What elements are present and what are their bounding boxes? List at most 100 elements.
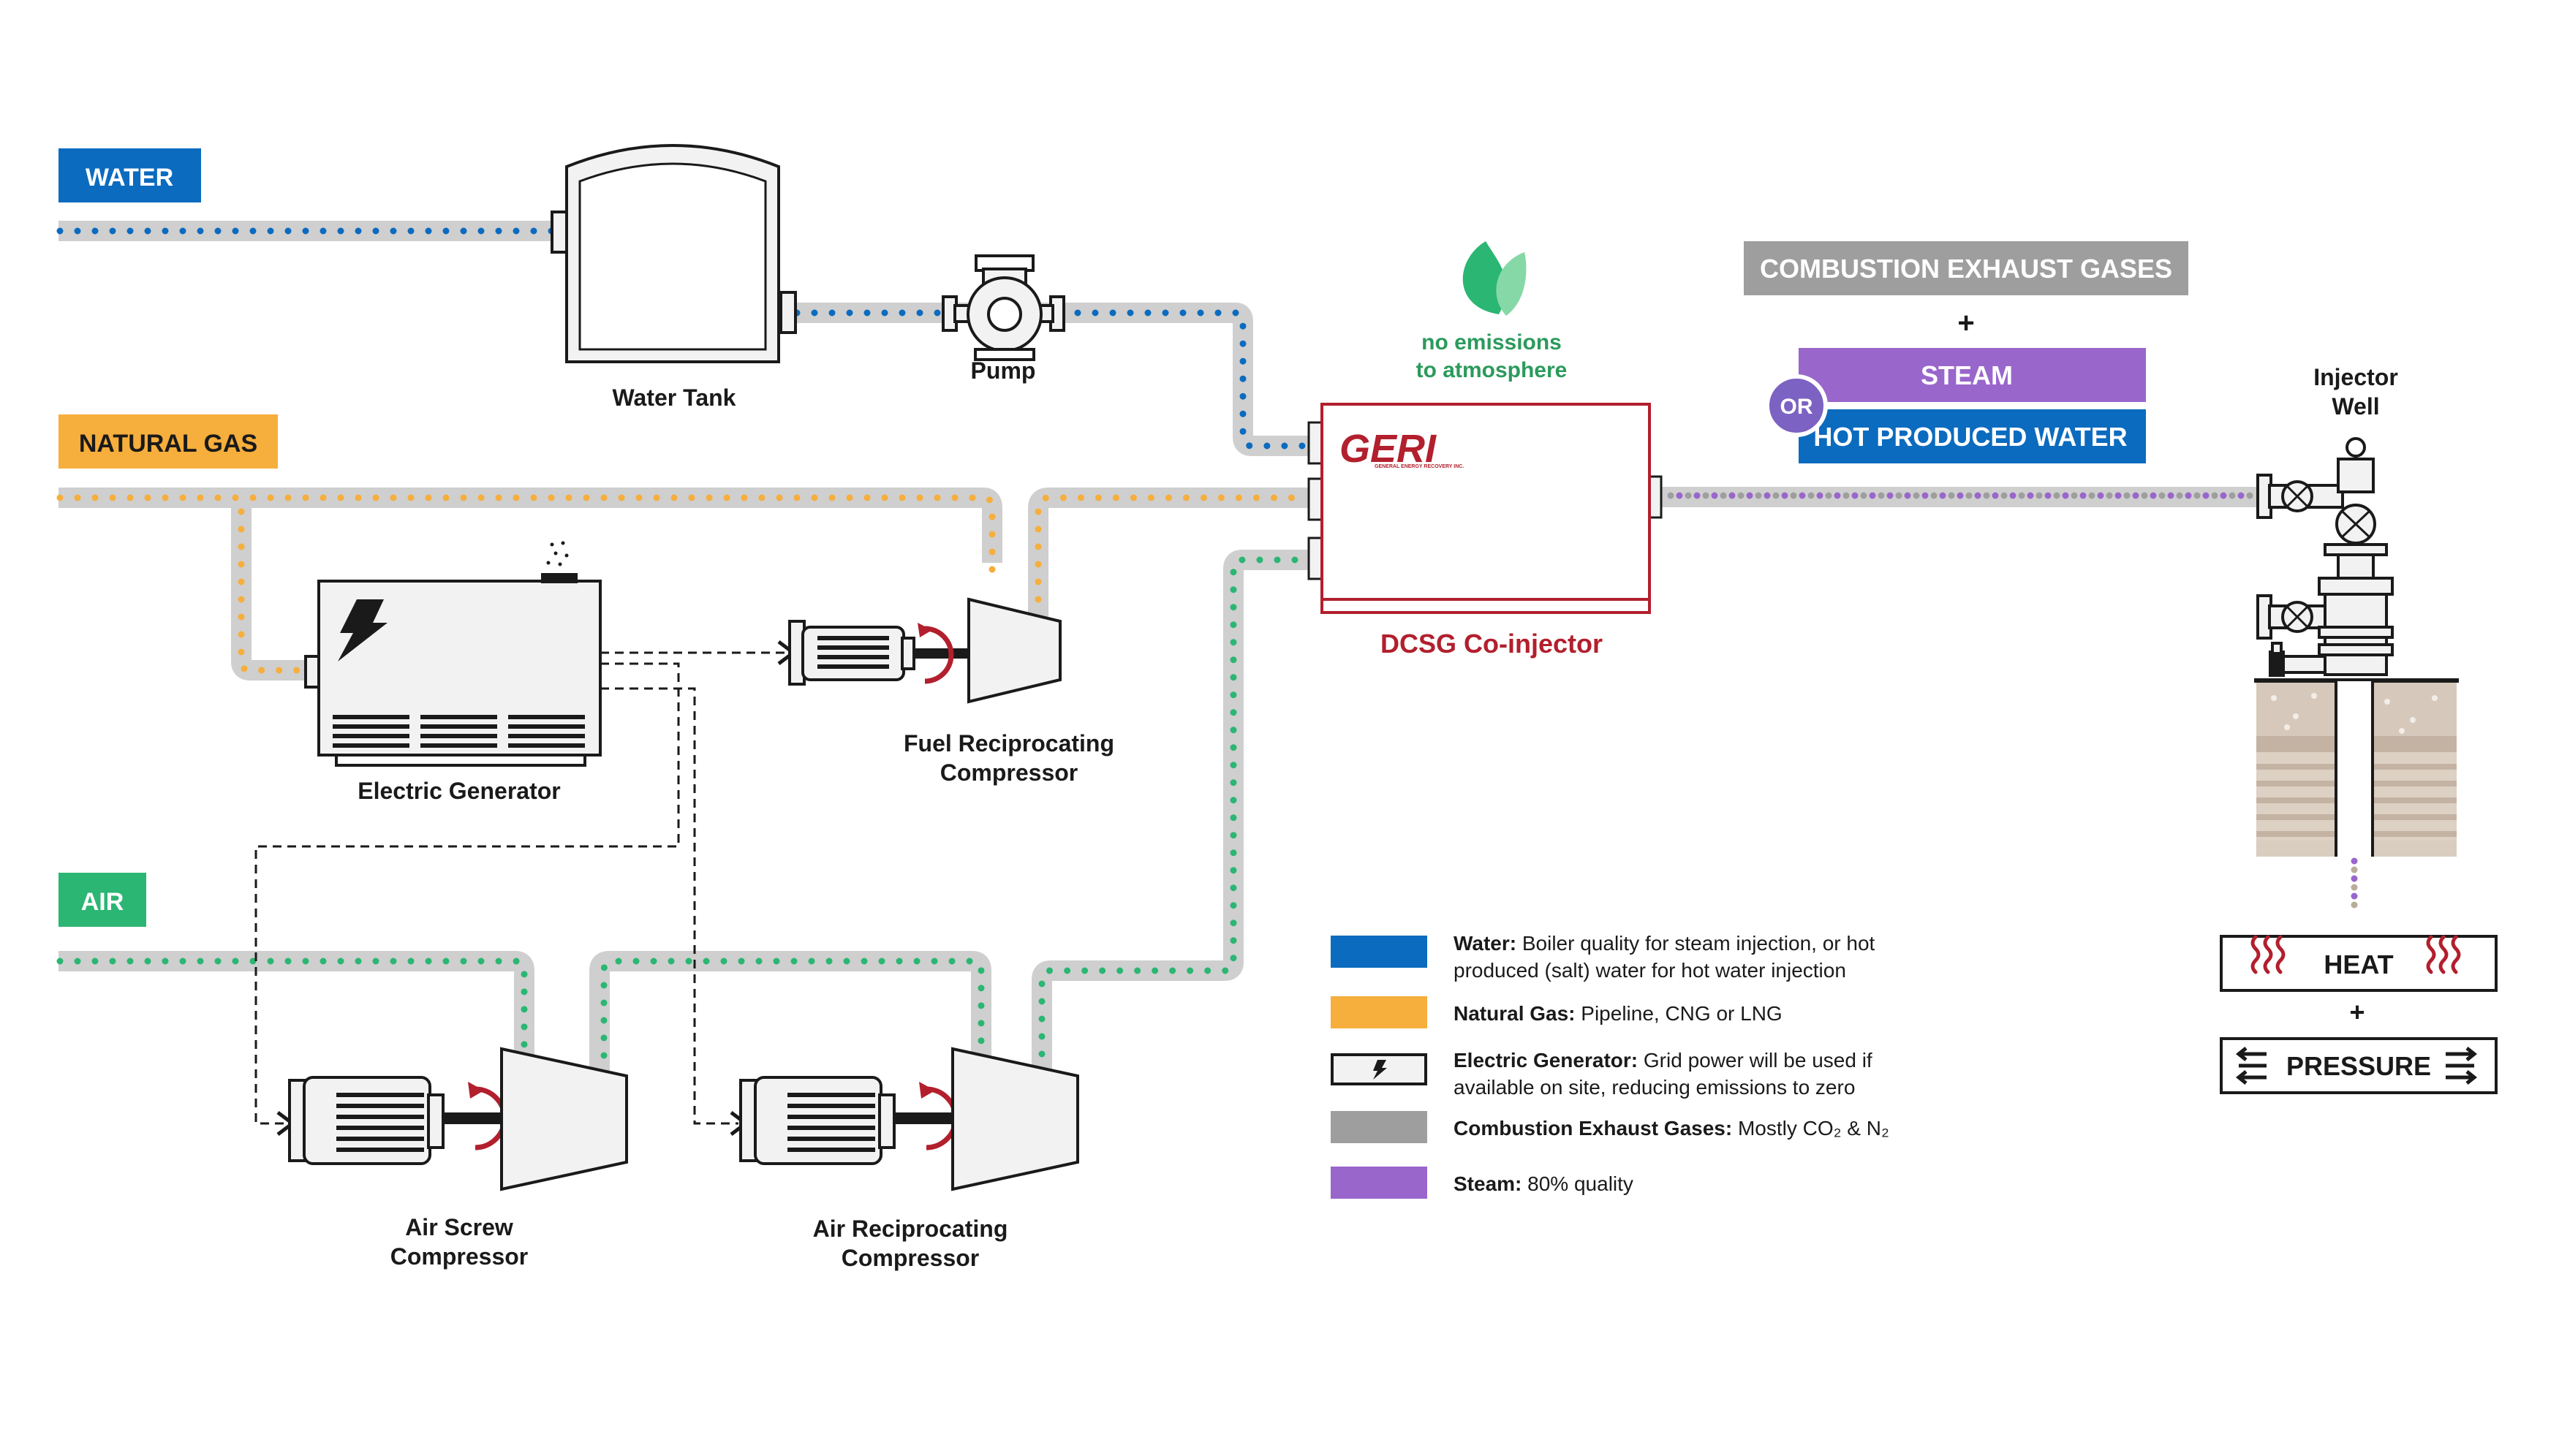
- svg-text:Natural Gas: Pipeline, CNG or: Natural Gas: Pipeline, CNG or LNG: [1454, 1002, 1783, 1025]
- pressure-label: PRESSURE: [2286, 1051, 2431, 1081]
- water-source-tag: WATER: [58, 148, 201, 202]
- legend-swatch: [1331, 1111, 1427, 1143]
- natural-gas-tag-label: NATURAL GAS: [79, 430, 257, 458]
- water-tag-label: WATER: [86, 164, 173, 192]
- pressure-arrows-icon: [2446, 1047, 2478, 1085]
- electric-generator-label: Electric Generator: [358, 778, 560, 804]
- air-flow-1: [56, 958, 528, 1060]
- air-recip-label-1: Air Reciprocating: [813, 1216, 1008, 1242]
- air-tag-label: AIR: [81, 888, 124, 916]
- gas-pipe-main: [58, 488, 1002, 563]
- power-line-air-screw: [254, 662, 680, 1125]
- legend-label: Electric Generator:: [1454, 1049, 1638, 1072]
- legend-item-natural-gas: Natural Gas: Pipeline, CNG or LNG: [1331, 996, 1783, 1028]
- geri-logo-text: GERI: [1339, 427, 1437, 471]
- air-source-tag: AIR: [58, 873, 146, 927]
- geri-logo: GERI GENERAL ENERGY RECOVERY INC.: [1339, 427, 1464, 471]
- fuel-compressor-label-1: Fuel Reciprocating: [904, 730, 1114, 757]
- steam-output-label: STEAM: [1921, 360, 2013, 390]
- emissions-label-2: to atmosphere: [1416, 358, 1568, 382]
- legend-text: Boiler quality for steam injection, or h…: [1516, 932, 1875, 955]
- steam-output-box: STEAM: [1799, 348, 2146, 402]
- dcsg-label: DCSG Co-injector: [1380, 629, 1603, 659]
- water-tank: [551, 144, 797, 363]
- or-badge: OR: [1765, 374, 1828, 437]
- geri-logo-subtext: GENERAL ENERGY RECOVERY INC.: [1375, 464, 1464, 469]
- heat-pressure-plus: +: [2349, 997, 2365, 1027]
- rotation-arrow-icon: [918, 623, 954, 684]
- legend-item-electric-generator: Electric Generator: Grid power will be u…: [1331, 1049, 1872, 1099]
- legend-text: Mostly CO₂ & N₂: [1732, 1117, 1889, 1140]
- svg-text:Electric Generator: Grid power: Electric Generator: Grid power will be u…: [1454, 1049, 1872, 1072]
- legend-text: Pipeline, CNG or LNG: [1576, 1002, 1783, 1025]
- gas-flow-main: [56, 494, 996, 585]
- legend-text-2: produced (salt) water for hot water inje…: [1454, 959, 1846, 982]
- legend-text: Grid power will be used if: [1638, 1049, 1872, 1072]
- ground-strata: [2254, 678, 2459, 857]
- water-pipe-2: [791, 303, 1309, 456]
- air-recip-compressor: [739, 1047, 1079, 1191]
- wellhead: [2256, 437, 2394, 677]
- heat-label: HEAT: [2324, 949, 2393, 979]
- or-label: OR: [1780, 395, 1813, 419]
- emissions-label-1: no emissions: [1421, 330, 1562, 354]
- power-line-air-recip: [600, 687, 738, 1125]
- water-tank-label: Water Tank: [613, 384, 736, 411]
- lightning-bolt-icon: [338, 599, 388, 661]
- exhaust-output-label: COMBUSTION EXHAUST GASES: [1760, 254, 2172, 284]
- power-lines: [254, 651, 786, 1125]
- legend: Water: Boiler quality for steam injectio…: [1331, 932, 1889, 1199]
- pressure-box: PRESSURE: [2220, 1037, 2498, 1094]
- water-flow-2: [793, 309, 1307, 450]
- fuel-compressor: [788, 597, 1062, 704]
- legend-swatch: [1331, 936, 1427, 968]
- heat-waves-icon: [2426, 935, 2461, 974]
- leaf-icon: [1462, 241, 1527, 316]
- legend-item-exhaust: Combustion Exhaust Gases: Mostly CO₂ & N…: [1331, 1111, 1889, 1143]
- svg-text:Water: Boiler quality for stea: Water: Boiler quality for steam injectio…: [1454, 932, 1875, 955]
- legend-item-steam: Steam: 80% quality: [1331, 1167, 1633, 1199]
- air-screw-label-2: Compressor: [390, 1243, 529, 1270]
- legend-text-2: available on site, reducing emissions to…: [1454, 1076, 1855, 1099]
- outputs-plus: +: [1957, 307, 1974, 339]
- legend-label: Steam:: [1454, 1172, 1522, 1195]
- air-screw-label-1: Air Screw: [405, 1214, 513, 1240]
- pump-label: Pump: [971, 357, 1036, 384]
- air-recip-label-2: Compressor: [842, 1245, 980, 1271]
- legend-item-water: Water: Boiler quality for steam injectio…: [1331, 932, 1875, 982]
- hot-water-output-label: HOT PRODUCED WATER: [1813, 422, 2127, 452]
- svg-text:Combustion Exhaust Gases: Most: Combustion Exhaust Gases: Mostly CO₂ & N…: [1454, 1117, 1889, 1140]
- injector-well-label-1: Injector: [2313, 364, 2398, 390]
- gas-flow-branch: [238, 508, 311, 674]
- gas-flow-dcsg: [1035, 494, 1307, 603]
- air-flow-2: [600, 958, 985, 1129]
- legend-text: 80% quality: [1522, 1172, 1633, 1195]
- exhaust-puff-icon: [546, 541, 569, 566]
- pump: [942, 254, 1065, 361]
- legend-label: Water:: [1454, 932, 1516, 955]
- heat-box: HEAT: [2220, 935, 2498, 992]
- fuel-compressor-label-2: Compressor: [940, 759, 1078, 786]
- air-pipe-3: [1032, 550, 1309, 1107]
- dcsg-co-injector: GERI GENERAL ENERGY RECOVERY INC.: [1307, 403, 1663, 614]
- legend-label: Combustion Exhaust Gases:: [1454, 1117, 1732, 1140]
- exhaust-output-box: COMBUSTION EXHAUST GASES: [1744, 241, 2188, 295]
- lightning-bolt-icon: [1373, 1060, 1387, 1080]
- generator-vents: [333, 715, 585, 748]
- gas-pipe-branch: [231, 498, 314, 680]
- hot-water-output-box: HOT PRODUCED WATER: [1799, 409, 2146, 463]
- legend-swatch: [1331, 1167, 1427, 1199]
- heat-waves-icon: [2250, 935, 2286, 974]
- svg-text:Steam: 80% quality: Steam: 80% quality: [1454, 1172, 1633, 1195]
- air-flow-3: [1038, 556, 1307, 1093]
- natural-gas-source-tag: NATURAL GAS: [58, 414, 278, 469]
- air-pipe-1: [58, 951, 534, 1056]
- legend-label: Natural Gas:: [1454, 1002, 1576, 1025]
- air-screw-compressor: [288, 1047, 628, 1191]
- pressure-arrows-icon: [2235, 1047, 2267, 1085]
- injector-well-label-2: Well: [2332, 393, 2379, 420]
- legend-swatch: [1331, 996, 1427, 1028]
- electric-generator: [304, 541, 602, 767]
